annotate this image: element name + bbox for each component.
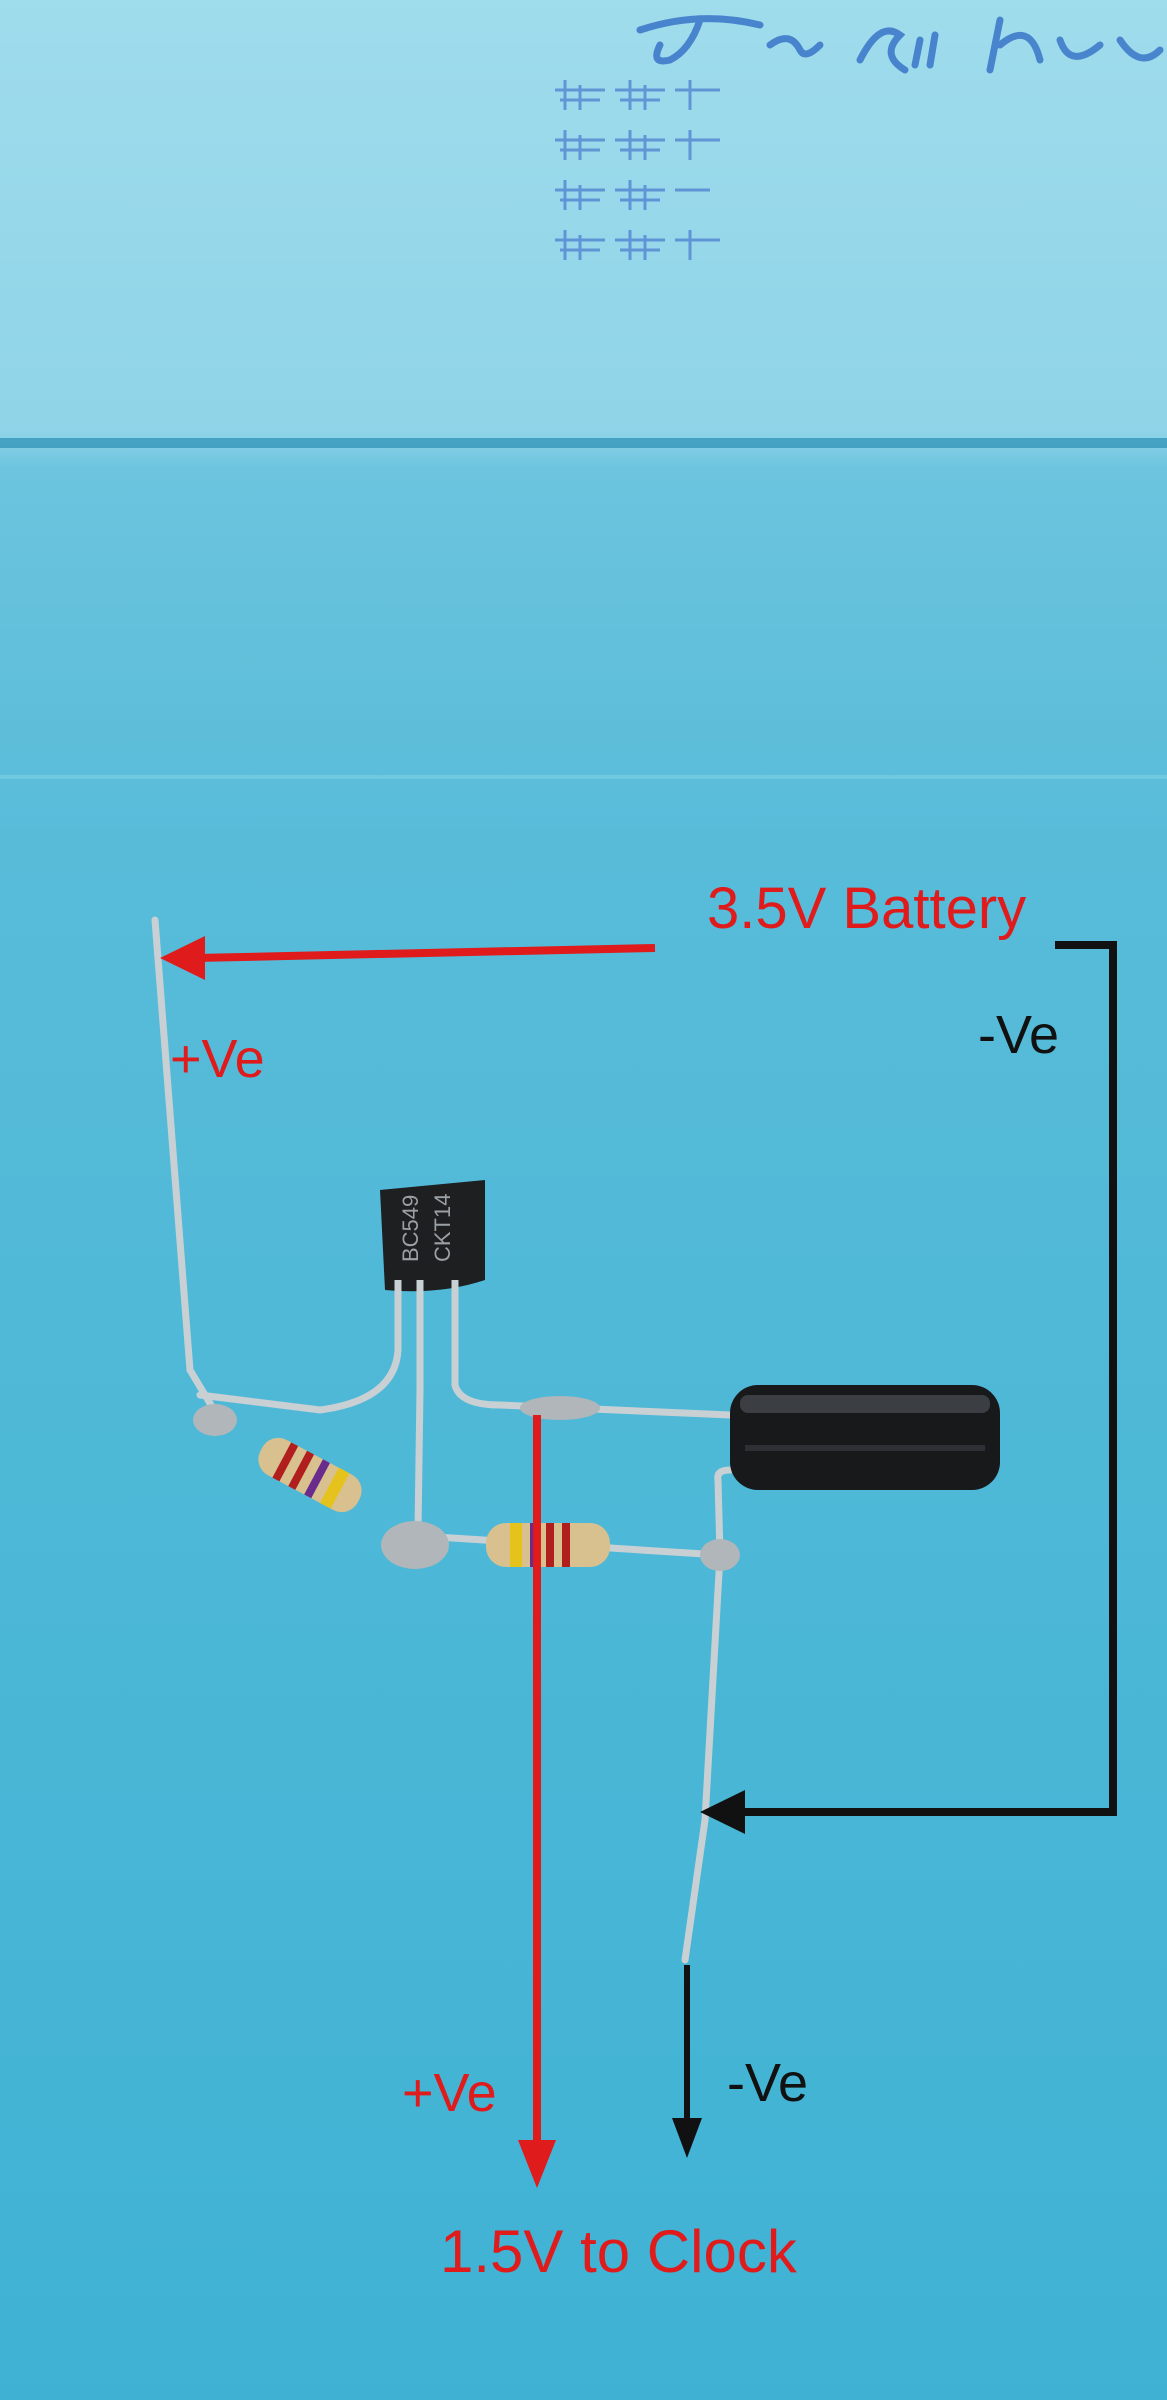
battery-label: 3.5V Battery: [707, 876, 1027, 941]
negative-arrows: [672, 941, 1117, 2158]
resistor-2: [486, 1523, 610, 1567]
transistor: BC549 CKT14: [380, 1180, 485, 1300]
minus-ve-bottom-label: -Ve: [727, 2053, 809, 2113]
transistor-marking-line1: BC549: [398, 1195, 423, 1262]
mat-seam: [0, 438, 1167, 448]
resistor-1: [258, 1437, 362, 1513]
arrow-head-left-black-icon: [700, 1790, 745, 1834]
transistor-marking-line2: CKT14: [430, 1194, 455, 1262]
arrow-head-down-black-icon: [672, 2118, 702, 2158]
arrow-head-down-icon: [518, 2140, 556, 2188]
solder-joints: [193, 1396, 740, 1571]
capacitor: [730, 1385, 1000, 1490]
arrow-head-left-icon: [160, 936, 205, 980]
handwritten-marks: [555, 80, 720, 260]
positive-arrows: [160, 936, 656, 2188]
clock-label: 1.5V to Clock: [440, 2218, 797, 2285]
handwritten-signature: [636, 15, 1164, 74]
plus-ve-top-label: +Ve: [170, 1029, 265, 1089]
mat-lower-edge: [0, 775, 1167, 779]
minus-ve-right-label: -Ve: [978, 1005, 1060, 1065]
wires: [151, 916, 734, 1964]
plus-ve-bottom-label: +Ve: [402, 2063, 497, 2123]
